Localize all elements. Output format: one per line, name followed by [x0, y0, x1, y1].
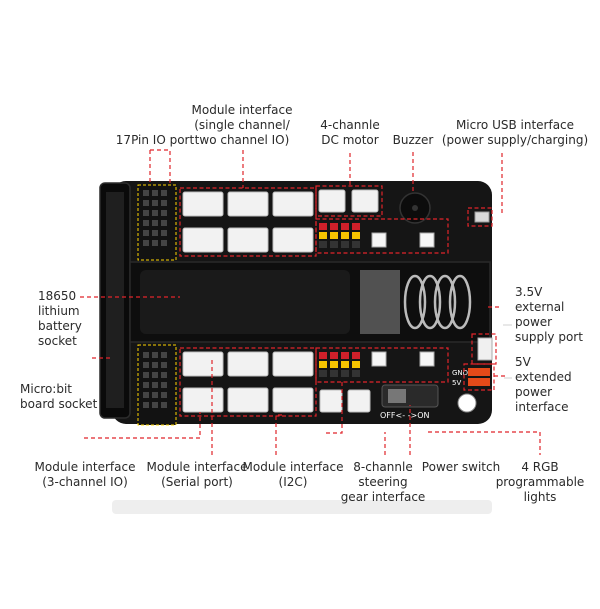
callout-boxes: [179, 185, 497, 417]
label-micro-usb: Micro USB interface (power supply/chargi…: [441, 118, 589, 147]
dc-motor-connectors: [318, 189, 379, 213]
ext-3v5-port: [477, 337, 493, 361]
servo-headers-top: [319, 223, 360, 248]
gnd-silk: GND: [452, 369, 468, 377]
label-power-switch: Power switch: [421, 460, 501, 474]
callout-ticks: [503, 324, 512, 379]
rgb-leds: [371, 232, 435, 367]
module-connectors-bottom: [182, 351, 371, 413]
io17-header-top: [137, 184, 177, 261]
label-serial: Module interface (Serial port): [146, 460, 248, 489]
label-mod3: Module interface (3-channel IO): [34, 460, 136, 489]
label-dc-motor: 4-channle DC motor: [320, 118, 380, 147]
label-io17: 17Pin IO port: [115, 133, 195, 147]
label-buzzer: Buzzer: [392, 133, 434, 147]
label-i2c: Module interface (I2C): [242, 460, 344, 489]
label-microbit: Micro:bit board socket: [20, 382, 98, 411]
label-battery: 18650 lithium battery socket: [38, 289, 82, 348]
module-connectors-top: [182, 191, 314, 253]
battery-spring: [403, 274, 472, 330]
label-steering: 8-channle steering gear interface: [340, 460, 426, 504]
micro-usb-port: [474, 211, 490, 223]
label-rgb: 4 RGB programmable lights: [495, 460, 585, 504]
power-switch: [381, 384, 439, 408]
mount-hole: [457, 393, 477, 413]
off-on-silk: OFF<- ->ON: [380, 411, 430, 420]
callout-leaders: [80, 149, 541, 455]
battery-holder: [129, 261, 491, 343]
expansion-board: OFF<- ->ON GND 5V: [99, 181, 493, 426]
label-module-single: Module interface (single channel/ two ch…: [191, 103, 293, 147]
servo-headers-bottom: [319, 352, 360, 377]
board-reflection: [112, 500, 492, 514]
label-ext5v: 5V extended power interface: [515, 355, 572, 414]
v5-silk: 5V: [452, 379, 461, 387]
ext-5v-port: [468, 368, 490, 386]
io17-header-bottom: [137, 344, 177, 426]
label-ext35: 3.5V external power supply port: [515, 285, 583, 344]
